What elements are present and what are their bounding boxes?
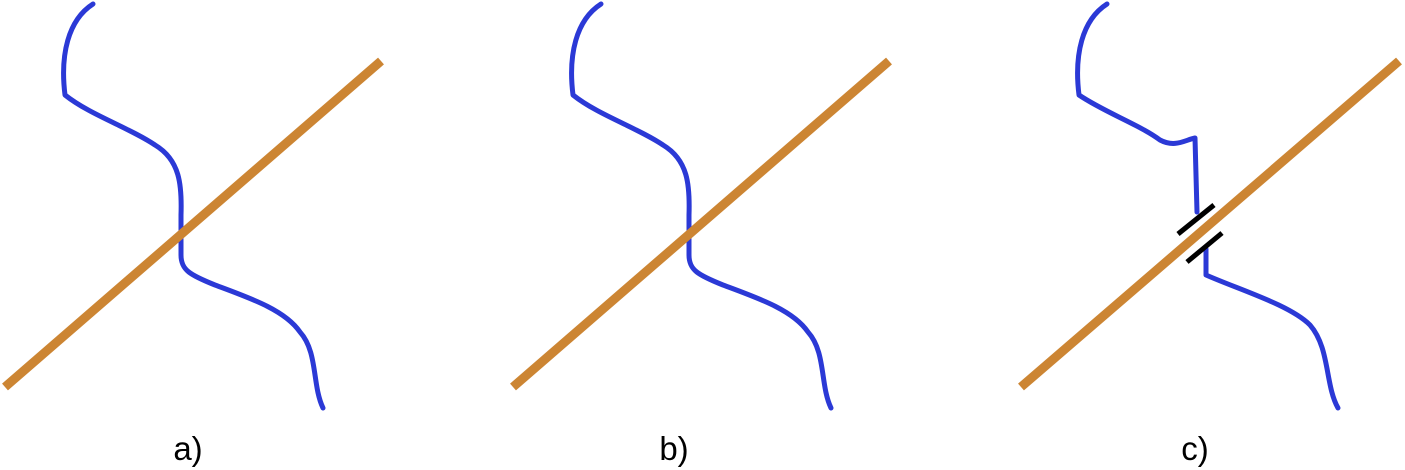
panel-a-blue-curve <box>61 1 326 411</box>
panel-a-orange-rod <box>2 57 384 391</box>
panel-c: c) <box>1018 1 1402 467</box>
panel-c-label: c) <box>1181 430 1209 467</box>
panel-a-label: a) <box>173 430 202 467</box>
panel-b-label: b) <box>659 430 688 467</box>
panel-b-blue-curve <box>569 1 834 411</box>
panel-c-blue-curve-upper <box>1075 1 1200 215</box>
panel-c-cut-mark-upper <box>1176 203 1216 236</box>
panel-c-blue-curve-lower <box>1203 246 1341 411</box>
panel-c-cut-mark-lower <box>1185 231 1224 264</box>
panel-a: a) <box>2 1 384 467</box>
panel-c-orange-rod <box>1018 57 1402 391</box>
panel-b: b) <box>510 1 892 467</box>
panel-b-orange-rod <box>510 57 892 391</box>
